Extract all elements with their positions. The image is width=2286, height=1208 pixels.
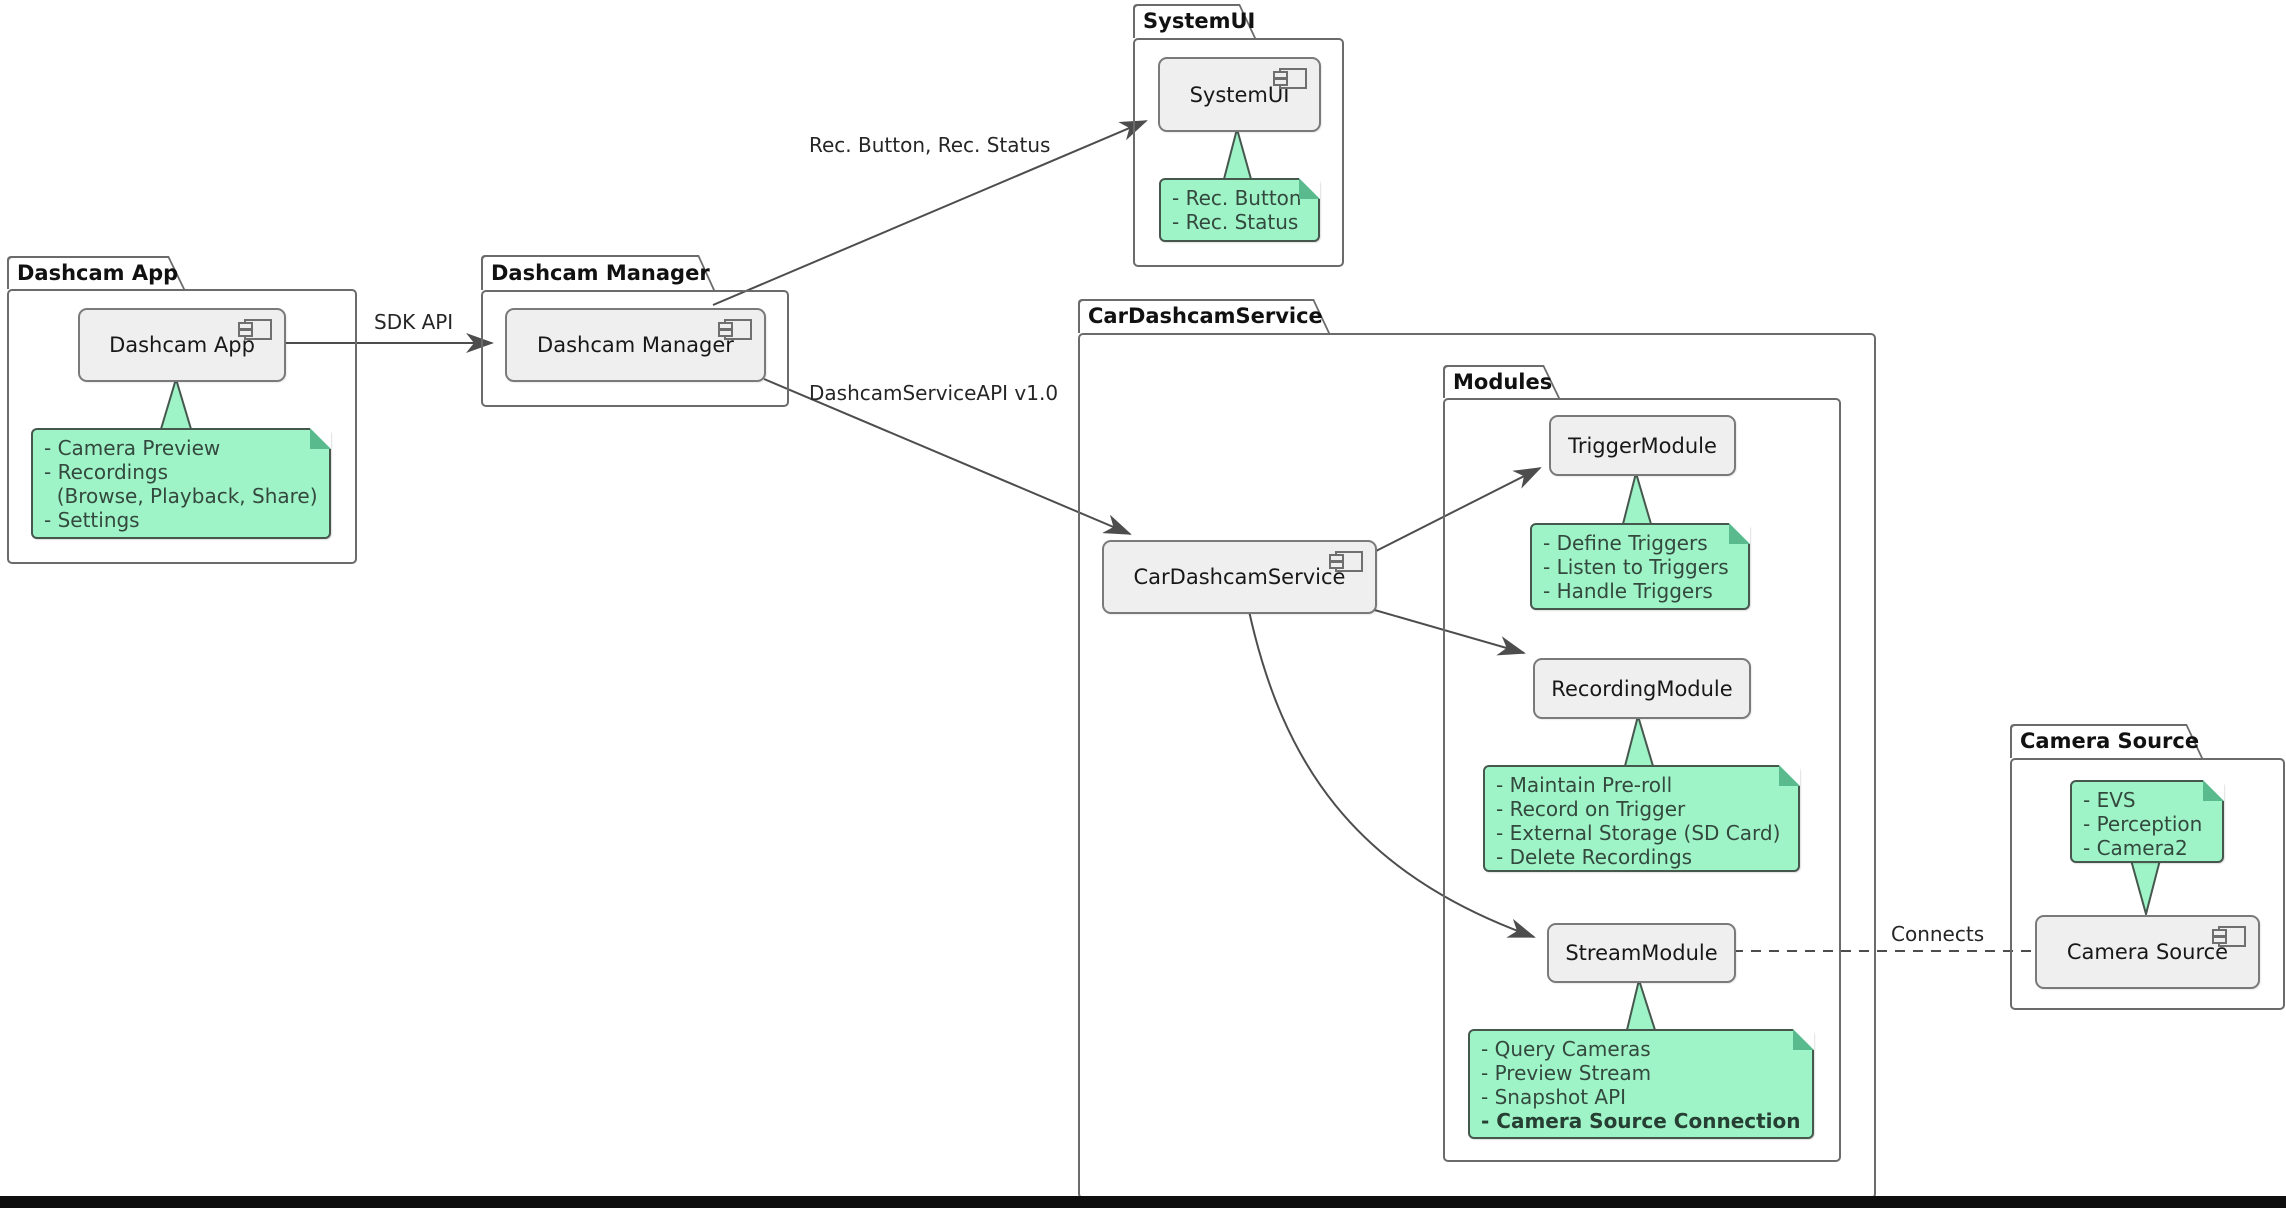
component-label: Camera Source <box>2066 940 2229 964</box>
folded-corner-icon <box>310 428 331 449</box>
package-tab-fill <box>1445 367 1558 398</box>
component-stream-module: StreamModule <box>1547 923 1736 983</box>
note-line: - Query Cameras <box>1481 1037 1651 1061</box>
folded-corner-icon <box>1779 765 1800 786</box>
package-title: CarDashcamService <box>1088 304 1323 328</box>
note-line: - Perception <box>2083 812 2203 836</box>
note-line: - Camera2 <box>2083 836 2188 860</box>
note-camera-source: - EVS - Perception - Camera2 <box>2070 780 2224 863</box>
package-camera-source <box>2010 758 2285 1010</box>
edge-to-recording-module <box>1370 608 1526 656</box>
note-line: - Settings <box>44 508 140 532</box>
note-line: - Preview Stream <box>1481 1061 1652 1085</box>
package-tab-dashcam-app: Dashcam App <box>7 256 185 289</box>
component-systemui: SystemUI <box>1158 57 1321 132</box>
note-line: - Define Triggers <box>1543 531 1708 555</box>
component-label: TriggerModule <box>1568 433 1717 458</box>
package-tab-fill <box>9 258 183 289</box>
edge-label-sdk-api: SDK API <box>374 310 454 334</box>
note-line: - Recordings <box>44 460 169 484</box>
note-systemui: - Rec. Button - Rec. Status <box>1159 178 1320 242</box>
component-label: CarDashcamService <box>1133 565 1346 589</box>
package-tab-modules: Modules <box>1443 365 1560 398</box>
component-label: Dashcam App <box>109 333 255 357</box>
package-title: Camera Source <box>2020 729 2200 753</box>
package-title: SystemUI <box>1143 9 1256 33</box>
component-icon <box>1329 551 1363 572</box>
edge-to-stream-module <box>1248 610 1536 938</box>
component-dashcam-manager: Dashcam Manager <box>505 308 766 382</box>
package-title: Modules <box>1453 369 1553 394</box>
edge-rec-button-status <box>712 120 1148 306</box>
note-line: - Snapshot API <box>1481 1085 1627 1109</box>
note-line: - Rec. Status <box>1172 210 1299 234</box>
note-line: (Browse, Playback, Share) <box>44 484 318 508</box>
note-recording-module: - Maintain Pre-roll - Record on Trigger … <box>1483 765 1800 872</box>
package-tab-car-dashcam-service: CarDashcamService <box>1078 299 1330 333</box>
package-tab-fill <box>1080 301 1328 333</box>
edge-label-connects: Connects <box>1891 922 1985 946</box>
bottom-bar <box>0 1196 2286 1208</box>
note-line: - Camera Source Connection <box>1481 1109 1801 1133</box>
note-dashcam-app: - Camera Preview - Recordings (Browse, P… <box>31 428 331 539</box>
note-line: - External Storage (SD Card) <box>1496 821 1781 845</box>
component-recording-module: RecordingModule <box>1533 658 1751 719</box>
component-label: SystemUI <box>1189 82 1290 107</box>
component-dashcam-app: Dashcam App <box>78 308 286 382</box>
component-trigger-module: TriggerModule <box>1549 415 1736 476</box>
note-line: - Rec. Button <box>1172 186 1302 210</box>
component-icon <box>238 319 272 340</box>
package-tab-dashcam-manager: Dashcam Manager <box>481 255 715 290</box>
note-trigger-module: - Define Triggers - Listen to Triggers -… <box>1530 523 1750 610</box>
package-dashcam-app <box>7 289 357 564</box>
component-label: RecordingModule <box>1551 676 1733 701</box>
folded-corner-icon <box>1729 523 1750 544</box>
edge-label-dashcam-service-api: DashcamServiceAPI v1.0 <box>809 381 1059 405</box>
package-tab-fill <box>1135 6 1254 38</box>
edge-to-trigger-module <box>1375 467 1542 552</box>
component-icon <box>718 319 752 340</box>
note-line: - EVS <box>2083 788 2136 812</box>
folded-corner-icon <box>2203 780 2224 801</box>
component-icon <box>2212 926 2246 947</box>
edge-label-rec-button-status: Rec. Button, Rec. Status <box>809 133 1051 157</box>
package-modules <box>1443 398 1841 1162</box>
component-label: StreamModule <box>1565 941 1718 965</box>
note-line: - Delete Recordings <box>1496 845 1693 869</box>
note-line: - Handle Triggers <box>1543 579 1713 603</box>
package-tab-fill <box>2012 726 2201 758</box>
component-label: Dashcam Manager <box>537 333 734 357</box>
package-title: Dashcam App <box>17 260 179 285</box>
folded-corner-icon <box>1299 178 1320 199</box>
package-title: Dashcam Manager <box>491 260 710 285</box>
component-icon <box>1273 68 1307 89</box>
note-line: - Maintain Pre-roll <box>1496 773 1673 797</box>
note-line: - Listen to Triggers <box>1543 555 1729 579</box>
note-stream-module: - Query Cameras - Preview Stream - Snaps… <box>1468 1029 1814 1139</box>
component-car-dashcam-service: CarDashcamService <box>1102 540 1377 614</box>
component-camera-source: Camera Source <box>2035 915 2260 989</box>
note-line: - Record on Trigger <box>1496 797 1686 821</box>
package-systemui <box>1133 38 1344 267</box>
folded-corner-icon <box>1793 1029 1814 1050</box>
edge-dashcam-service-api <box>763 378 1132 535</box>
note-line: - Camera Preview <box>44 436 221 460</box>
package-tab-fill <box>483 257 713 290</box>
package-tab-camera-source: Camera Source <box>2010 724 2203 758</box>
package-tab-systemui: SystemUI <box>1133 4 1256 38</box>
